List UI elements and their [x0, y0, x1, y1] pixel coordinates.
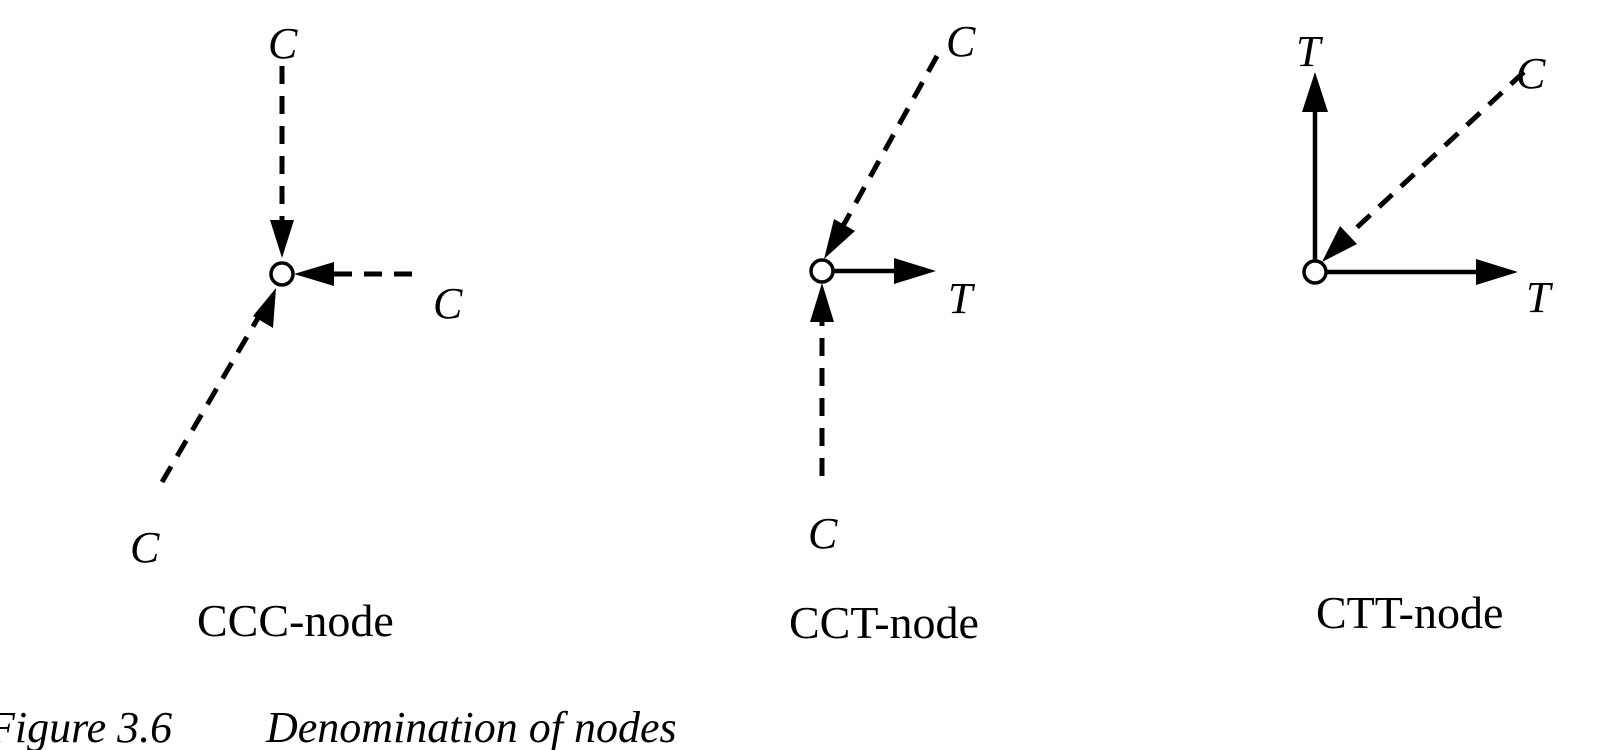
ccc-lower-arrowhead — [253, 288, 276, 328]
ccc-node-circle — [269, 261, 295, 287]
cct-upper-member-label: C — [946, 17, 976, 66]
ctt-top-member-label: T — [1296, 27, 1324, 76]
ccc-node-diagram: C C C CCC-node — [130, 19, 463, 646]
ctt-diagonal-member-label: C — [1516, 49, 1546, 98]
ctt-node-diagram: T C T CTT-node — [1296, 27, 1554, 638]
cct-node-circle — [809, 258, 835, 284]
ctt-top-arrowhead — [1302, 72, 1328, 112]
ccc-lower-member-label: C — [130, 523, 160, 572]
ccc-lower-compression-member — [159, 316, 261, 484]
cct-bottom-member-label: C — [808, 509, 838, 558]
cct-node-diagram: C T C CCT-node — [789, 17, 979, 648]
figure-caption: Figure 3.6 Denomination of nodes — [0, 703, 677, 750]
ccc-node-label: CCC-node — [197, 595, 394, 646]
cct-node-label: CCT-node — [789, 597, 979, 648]
cct-upper-compression-member — [840, 54, 940, 228]
ccc-top-member-label: C — [268, 19, 298, 68]
ctt-diagonal-arrowhead — [1322, 226, 1357, 262]
ccc-right-arrowhead — [294, 262, 334, 286]
ccc-top-arrowhead — [270, 220, 294, 258]
ctt-node-circle — [1302, 259, 1328, 285]
cct-right-member-label: T — [948, 274, 976, 323]
ccc-right-member-label: C — [433, 279, 463, 328]
ctt-right-arrowhead — [1476, 259, 1518, 285]
cct-upper-arrowhead — [824, 219, 855, 259]
caption-text: Denomination of nodes — [265, 703, 677, 750]
caption-number: Figure 3.6 — [0, 703, 172, 750]
cct-bottom-arrowhead — [810, 283, 834, 322]
ctt-node-label: CTT-node — [1316, 587, 1503, 638]
ctt-right-member-label: T — [1526, 273, 1554, 322]
ctt-diagonal-compression-member — [1350, 70, 1526, 234]
cct-right-arrowhead — [894, 258, 936, 284]
